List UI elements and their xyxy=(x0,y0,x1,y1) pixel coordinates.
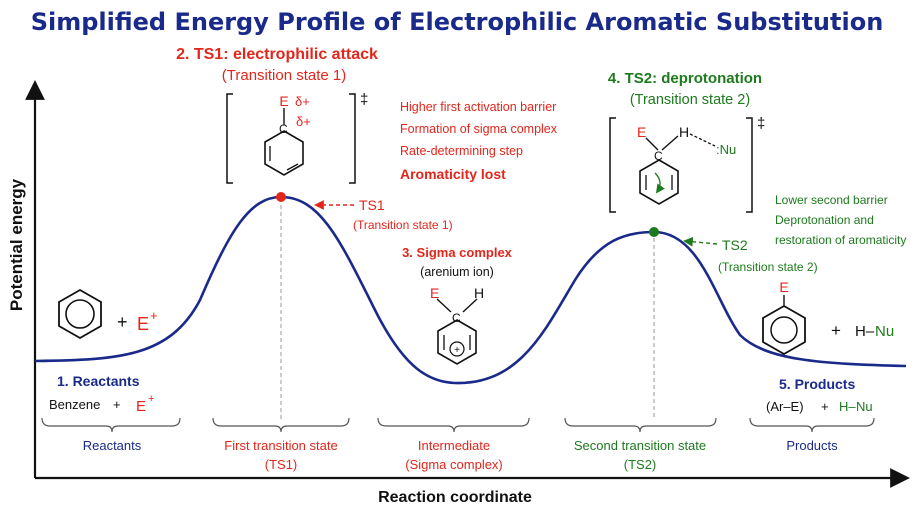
stage-label-products: Products xyxy=(786,438,838,453)
ts2-pointer-arrow xyxy=(683,236,718,247)
ts1-point xyxy=(276,192,286,202)
stage-brace-products xyxy=(749,417,875,433)
stage-label-reactants: Reactants xyxy=(83,438,142,453)
products-structure-e: E xyxy=(779,279,788,295)
ts2-structure-e: E xyxy=(637,124,646,140)
ts2-note-3: restoration of aromaticity xyxy=(775,233,906,247)
ts1-subheading: (Transition state 1) xyxy=(222,67,347,84)
ts1-note-2: Formation of sigma complex xyxy=(400,122,558,136)
ts2-point-label: TS2 xyxy=(722,237,748,253)
intermediate-subheading: (arenium ion) xyxy=(420,265,494,279)
ts2-structure-nu: :Nu xyxy=(716,142,736,157)
ts1-structure-c: C xyxy=(279,122,288,136)
ts1-note-3: Rate-determining step xyxy=(400,144,523,158)
ts1-bracket-structure xyxy=(226,93,356,184)
ts1-point-sublabel: (Transition state 1) xyxy=(353,218,453,232)
ts1-note-emphasis: Aromaticity lost xyxy=(400,166,506,182)
reactants-desc: Benzene xyxy=(49,397,100,412)
product-arene-structure xyxy=(762,295,806,356)
ts2-bracket-structure xyxy=(609,117,753,213)
products-plus: + xyxy=(831,321,841,340)
products-hnu-h: H– xyxy=(855,323,875,340)
ts2-heading: 4. TS2: deprotonation xyxy=(608,70,762,87)
ts1-heading: 2. TS1: electrophilic attack xyxy=(176,46,378,63)
ts1-delta-top: δ+ xyxy=(295,94,310,109)
y-axis-label: Potential energy xyxy=(7,178,26,311)
reactants-electrophile: E xyxy=(137,314,149,334)
ts1-double-dagger: ‡ xyxy=(360,91,368,108)
stage-label-ts1: First transition state xyxy=(224,438,337,453)
stage-brace-intermediate xyxy=(377,417,530,433)
ts2-double-dagger: ‡ xyxy=(757,115,765,132)
reactants-desc-electrophile: E xyxy=(136,398,146,415)
ts2-note-1: Lower second barrier xyxy=(775,193,888,207)
products-desc-plus: + xyxy=(821,399,829,414)
stage-label-ts2: Second transition state xyxy=(574,438,706,453)
stage-brace-ts2 xyxy=(564,417,717,433)
products-hnu-nu: Nu xyxy=(875,323,894,340)
ts2-subheading: (Transition state 2) xyxy=(630,92,750,108)
products-desc-are: (Ar–E) xyxy=(766,399,804,414)
reactants-heading: 1. Reactants xyxy=(57,373,140,389)
products-desc-h: H– xyxy=(839,399,856,414)
benzene-reactant-structure xyxy=(58,288,102,340)
reactants-plus: + xyxy=(117,312,128,332)
intermediate-charge: + xyxy=(454,345,460,356)
stage-label-intermediate: Intermediate xyxy=(418,438,490,453)
ts1-note-1: Higher first activation barrier xyxy=(400,100,556,114)
ts2-note-2: Deprotonation and xyxy=(775,213,874,227)
ts2-structure-h: H xyxy=(679,124,689,140)
intermediate-structure-h: H xyxy=(474,285,484,301)
reactants-desc-plus: + xyxy=(113,397,121,412)
ts2-structure-c: C xyxy=(654,149,663,163)
stage-sublabel-intermediate: (Sigma complex) xyxy=(405,457,503,472)
ts1-point-label: TS1 xyxy=(359,197,385,213)
products-heading: 5. Products xyxy=(779,376,855,392)
ts1-delta-mid: δ+ xyxy=(296,114,311,129)
ts2-point-sublabel: (Transition state 2) xyxy=(718,260,818,274)
products-desc-nu: Nu xyxy=(856,399,873,414)
reactants-electrophile-charge: + xyxy=(150,308,158,323)
ts1-structure-e: E xyxy=(279,93,288,109)
stage-sublabel-ts1: (TS1) xyxy=(265,457,298,472)
sigma-complex-structure xyxy=(436,298,478,365)
intermediate-structure-e: E xyxy=(430,285,439,301)
x-axis-label: Reaction coordinate xyxy=(378,489,532,506)
intermediate-structure-c: C xyxy=(452,311,461,325)
stage-brace-reactants xyxy=(41,417,181,433)
stage-brace-ts1 xyxy=(212,417,350,433)
stage-sublabel-ts2: (TS2) xyxy=(624,457,657,472)
ts2-point xyxy=(649,227,659,237)
diagram-title: Simplified Energy Profile of Electrophil… xyxy=(31,8,884,36)
reactants-desc-charge: + xyxy=(148,393,154,405)
intermediate-heading: 3. Sigma complex xyxy=(402,245,513,260)
energy-curve xyxy=(34,195,907,385)
